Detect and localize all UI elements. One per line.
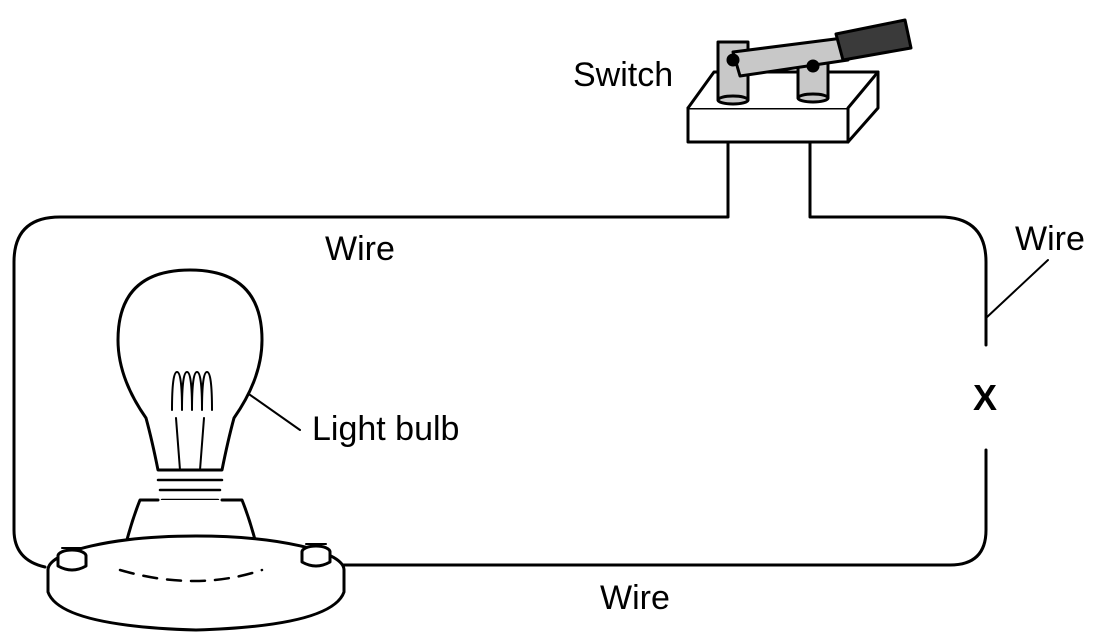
wire-bottom-label: Wire <box>600 579 670 617</box>
knife-switch <box>686 18 913 144</box>
switch-handle <box>834 18 913 62</box>
wire-top-right <box>808 140 988 347</box>
wire-top-left <box>12 140 730 569</box>
gap-x-marker: X <box>973 377 998 418</box>
light-bulb <box>46 268 346 632</box>
switch-label: Switch <box>573 56 674 94</box>
wire-right-label: Wire <box>1015 220 1085 258</box>
socket-terminal-right <box>300 543 332 568</box>
wire-top-label: Wire <box>325 230 395 268</box>
light-bulb-label: Light bulb <box>312 410 460 448</box>
wire-right-leader <box>985 259 1049 319</box>
wire-bottom-right <box>338 448 988 567</box>
socket-terminal-left <box>56 547 88 572</box>
